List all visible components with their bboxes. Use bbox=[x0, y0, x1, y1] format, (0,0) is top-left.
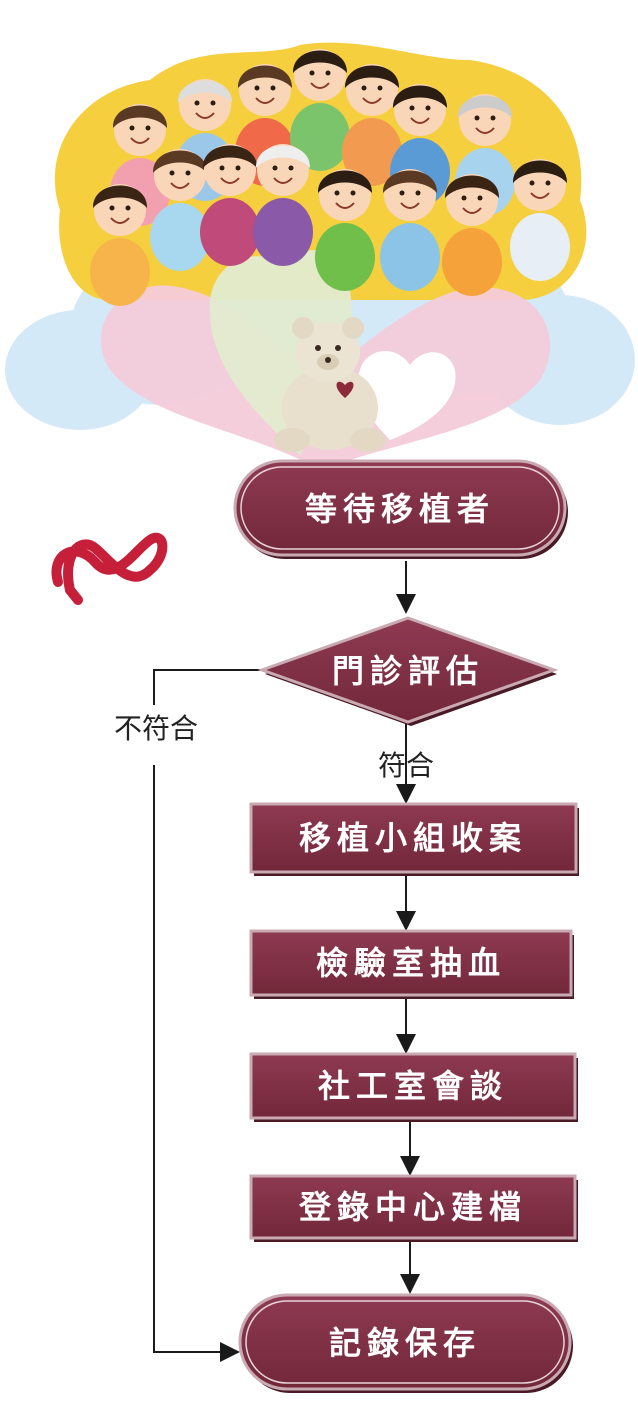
start-node: 等待移植者 bbox=[233, 459, 568, 559]
decision-label: 門診評估 bbox=[332, 652, 484, 690]
header-illustration bbox=[5, 42, 635, 605]
arrow-no-path bbox=[153, 669, 262, 705]
decision-node: 門診評估 bbox=[257, 616, 559, 726]
process-step-1: 移植小組收案 bbox=[249, 802, 579, 876]
start-label: 等待移植者 bbox=[305, 490, 495, 528]
step-1-label: 移植小組收案 bbox=[299, 819, 527, 857]
process-step-3: 社工室會談 bbox=[249, 1052, 578, 1122]
connectors bbox=[153, 561, 420, 1362]
step-2-label: 檢驗室抽血 bbox=[316, 944, 506, 982]
heart-icon-white bbox=[358, 350, 456, 440]
infinity-ribbon-icon bbox=[51, 532, 168, 605]
no-label: 不符合 bbox=[114, 712, 198, 745]
family-crowd-icon bbox=[90, 49, 570, 306]
step-3-label: 社工室會談 bbox=[318, 1067, 508, 1105]
arrow-no-path-lower bbox=[153, 765, 240, 1362]
end-label: 記錄保存 bbox=[329, 1324, 481, 1362]
yes-label: 符合 bbox=[378, 749, 434, 782]
flowchart: 等待移植者 門診評估 符合 不符合 移植小組收案 檢驗室抽血 社工室會談 bbox=[114, 459, 579, 1393]
step-4-label: 登錄中心建檔 bbox=[298, 1188, 527, 1226]
end-node: 記錄保存 bbox=[238, 1293, 573, 1393]
process-step-4: 登錄中心建檔 bbox=[249, 1174, 578, 1242]
teddy-bear-icon bbox=[274, 317, 386, 452]
process-step-2: 檢驗室抽血 bbox=[249, 929, 574, 999]
